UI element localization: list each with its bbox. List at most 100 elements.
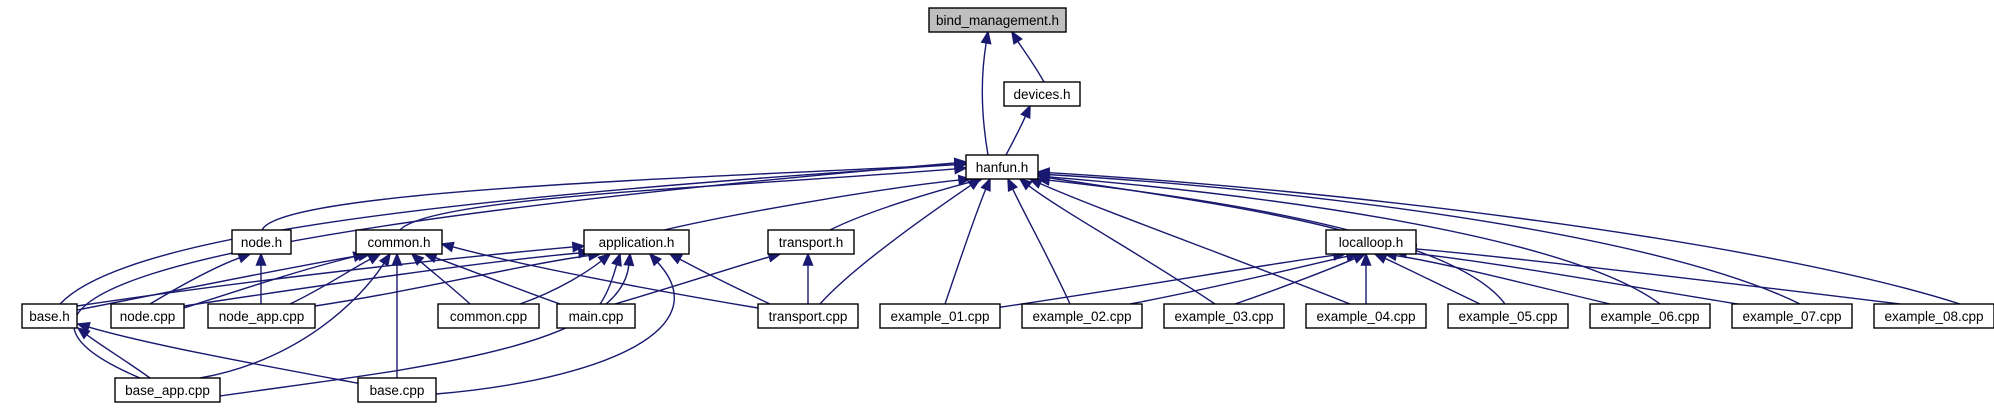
edge-common_cpp-to-application_h [519,252,612,305]
node-example-07-cpp[interactable]: example_07.cpp [1731,303,1853,329]
node-label: hanfun.h [976,160,1029,175]
node-label: bind_management.h [936,13,1059,28]
node-transport-cpp[interactable]: transport.cpp [757,303,859,329]
node-label: example_07.cpp [1742,309,1841,324]
edge-devices_h-to-bind_management_h [1011,30,1045,83]
edge-example_05_cpp-to-hanfun_h [1036,174,1506,305]
edge-example_07_cpp-to-localloop_h [1393,247,1751,307]
node-bind-management-h[interactable]: bind_management.h [928,7,1067,33]
node-label: example_02.cpp [1032,309,1131,324]
edge-example_08_cpp-to-hanfun_h [1036,167,1961,305]
node-label: example_01.cpp [890,309,989,324]
edge-base_h-to-common_h [76,250,372,311]
node-example-03-cpp[interactable]: example_03.cpp [1163,303,1285,329]
node-example-08-cpp[interactable]: example_08.cpp [1873,303,1994,329]
edge-base_cpp-to-common_h [391,252,403,378]
node-label: example_05.cpp [1458,309,1557,324]
node-box [114,377,221,403]
node-box [1873,303,1994,329]
node-label: main.cpp [569,309,624,324]
node-base-h[interactable]: base.h [21,303,78,329]
edge-example_04_cpp-to-hanfun_h [1028,178,1351,305]
node-label: example_03.cpp [1174,309,1273,324]
node-box [767,229,855,255]
node-box [1163,303,1285,329]
edge-main_cpp-to-common_h [423,252,561,305]
node-box [357,377,437,403]
node-label: node_app.cpp [219,309,305,324]
node-base-cpp[interactable]: base.cpp [357,377,437,403]
node-label: node.cpp [120,309,176,324]
edge-transport_cpp-to-hanfun_h [819,177,982,305]
node-box [556,303,636,329]
node-example-01-cpp[interactable]: example_01.cpp [879,303,1001,329]
edge-base_app_cpp-to-application_h [219,252,635,397]
node-common-cpp[interactable]: common.cpp [437,303,540,329]
node-box [1305,303,1427,329]
edge-base_cpp-to-base_h [76,321,363,385]
node-label: node.h [241,235,282,250]
node-example-02-cpp[interactable]: example_02.cpp [1021,303,1143,329]
node-label: application.h [599,235,675,250]
node-main-cpp[interactable]: main.cpp [556,303,636,329]
node-label: example_06.cpp [1600,309,1699,324]
node-box [1731,303,1853,329]
edge-common_cpp-to-common_h [410,252,471,305]
edge-base_h-to-application_h [76,241,586,307]
edge-hanfun_h-to-devices_h [1005,104,1031,156]
node-box [583,229,690,255]
node-label: example_08.cpp [1884,309,1983,324]
node-label: base.cpp [370,383,425,398]
edge-hanfun_h-to-bind_management_h [980,30,992,156]
node-example-04-cpp[interactable]: example_04.cpp [1305,303,1427,329]
edge-transport_cpp-to-common_h [440,241,759,309]
edge-main_cpp-to-application_h [599,252,622,305]
edge-example_01_cpp-to-localloop_h [994,249,1347,309]
node-box [965,154,1039,180]
node-box [110,303,185,329]
node-application-h[interactable]: application.h [583,229,690,255]
node-example-05-cpp[interactable]: example_05.cpp [1447,303,1569,329]
edge-base_cpp-to-application_h [435,252,675,395]
node-node-app-cpp[interactable]: node_app.cpp [207,303,316,329]
node-localloop-h[interactable]: localloop.h [1325,229,1417,255]
edge-transport_h-to-hanfun_h [829,176,984,231]
node-box [1589,303,1711,329]
node-transport-h[interactable]: transport.h [767,229,855,255]
node-node-cpp[interactable]: node.cpp [110,303,185,329]
node-label: localloop.h [1339,235,1404,250]
edge-node_app_cpp-to-node_h [255,252,267,304]
node-box [879,303,1001,329]
node-label: common.h [367,235,430,250]
node-box [437,303,540,329]
node-common-h[interactable]: common.h [355,229,443,255]
node-node-h[interactable]: node.h [231,229,292,255]
edge-example_01_cpp-to-hanfun_h [944,177,991,305]
edge-common_h-to-hanfun_h [399,163,968,231]
node-box [1021,303,1143,329]
edge-base_app_cpp-to-hanfun_h [73,157,968,379]
edge-node_cpp-to-common_h [183,251,367,309]
edge-base_app_cpp-to-base_h [76,326,151,379]
edge-example_08_cpp-to-localloop_h [1403,243,1901,305]
edge-example_03_cpp-to-localloop_h [1234,253,1367,305]
node-box [1447,303,1569,329]
node-box [21,303,78,329]
node-box [928,7,1067,33]
node-box [355,229,443,255]
file-nodes: bind_management.h devices.h hanfun.h node.h… [21,7,1994,403]
edge-transport_cpp-to-transport_h [802,252,814,305]
node-label: common.cpp [450,309,527,324]
node-example-06-cpp[interactable]: example_06.cpp [1589,303,1711,329]
edge-example_04_cpp-to-localloop_h [1360,252,1372,305]
node-base-app-cpp[interactable]: base_app.cpp [114,377,221,403]
node-label: transport.cpp [769,309,848,324]
node-label: devices.h [1013,87,1070,102]
node-box [757,303,859,329]
node-devices-h[interactable]: devices.h [1003,81,1081,107]
edge-example_03_cpp-to-hanfun_h [1018,177,1216,305]
node-label: base_app.cpp [125,383,210,398]
node-hanfun-h[interactable]: hanfun.h [965,154,1039,180]
node-box [1003,81,1081,107]
